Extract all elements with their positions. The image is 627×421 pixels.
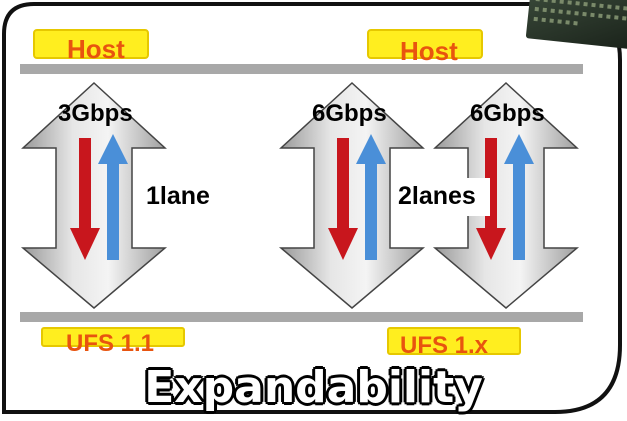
speed-label-middle: 6Gbps xyxy=(312,100,387,127)
host-highlight-right xyxy=(367,29,483,59)
lane-arrow-middle xyxy=(278,81,426,309)
device-label-right: UFS 1.x xyxy=(400,332,489,359)
speed-label-left: 3Gbps xyxy=(58,100,133,127)
host-highlight-left xyxy=(33,29,149,59)
uplink-arrow-left xyxy=(98,134,128,260)
device-bus-bar xyxy=(20,312,583,322)
ufs-highlight-left xyxy=(41,327,185,347)
speed-label-right: 6Gbps xyxy=(470,100,545,127)
downlink-arrow-left xyxy=(70,138,100,260)
ufs-highlight-right xyxy=(387,327,521,355)
device-label-left: UFS 1.1 xyxy=(66,330,155,357)
downlink-arrow-middle xyxy=(328,138,358,260)
chip-icon xyxy=(525,0,627,50)
lane-label-right: 2lanes xyxy=(398,182,476,210)
lane-label-left: 1lane xyxy=(146,182,210,210)
host-label-right: Host xyxy=(400,36,458,66)
lanes-label-backing xyxy=(394,178,490,216)
uplink-arrow-right xyxy=(504,134,534,260)
uplink-arrow-middle xyxy=(356,134,386,260)
lane-arrow-right xyxy=(432,81,580,309)
host-bus-bar xyxy=(20,64,583,74)
host-label-left: Host xyxy=(67,34,125,64)
lane-arrow-left xyxy=(20,81,168,309)
slide-title: Expandability xyxy=(144,362,483,413)
